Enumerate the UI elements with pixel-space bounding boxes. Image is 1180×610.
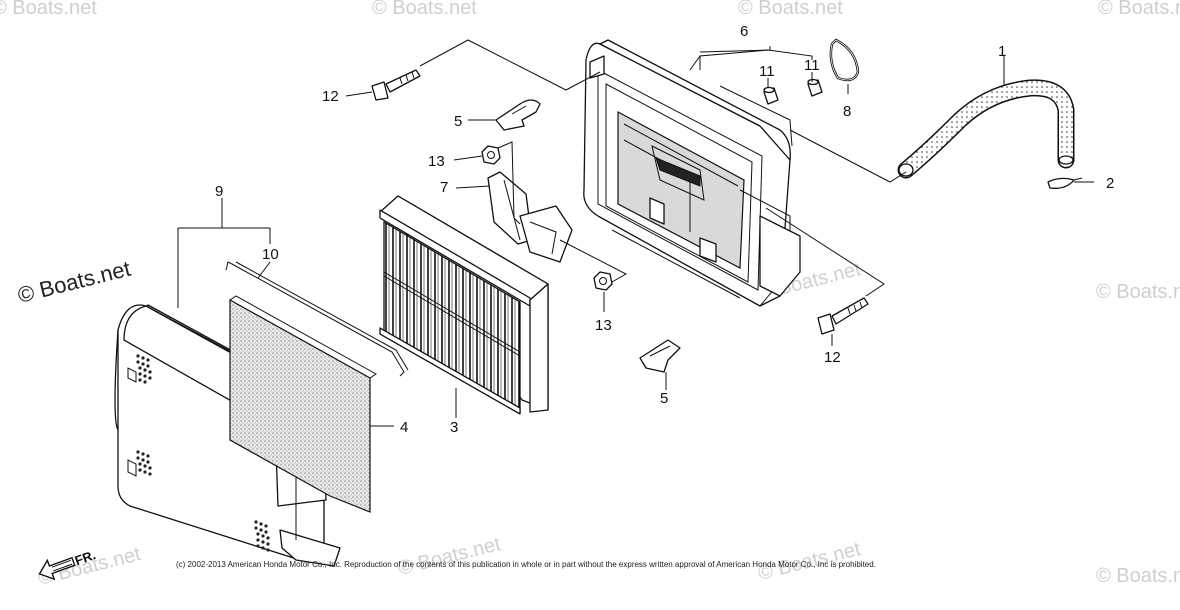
watermark: © Boats.net xyxy=(738,0,843,19)
watermark: © Boats.net xyxy=(0,0,97,19)
callout-4: 4 xyxy=(400,419,408,436)
callouts: 1 2 3 4 5 5 6 7 8 9 10 11 11 12 12 13 13 xyxy=(215,23,1114,436)
nut-part-13-lower xyxy=(593,271,613,291)
callout-1: 1 xyxy=(998,43,1006,60)
watermark-main: © Boats.net xyxy=(15,256,133,308)
callout-5-lower: 5 xyxy=(660,390,668,407)
front-arrow-icon xyxy=(38,556,76,581)
foam-element-part-4 xyxy=(229,295,377,513)
callout-11-left: 11 xyxy=(759,63,775,80)
seal-part-10 xyxy=(225,261,409,377)
front-direction-indicator: FR. xyxy=(38,547,98,581)
callout-13-lower: 13 xyxy=(595,317,612,334)
callout-9: 9 xyxy=(215,183,223,200)
hose-clip-part-2 xyxy=(1047,177,1083,189)
collar-part-11-right xyxy=(807,78,823,97)
breather-hose-part-1 xyxy=(897,79,1075,179)
clip-part-5-lower xyxy=(639,339,681,373)
callout-12-lower: 12 xyxy=(824,349,841,366)
callout-7: 7 xyxy=(440,179,448,196)
nut-part-13-upper xyxy=(481,145,501,165)
callout-11-right: 11 xyxy=(804,57,820,74)
callout-12-upper: 12 xyxy=(322,88,339,105)
callout-3: 3 xyxy=(450,419,458,436)
seal-ring-part-8 xyxy=(829,38,860,82)
bolt-part-12-upper xyxy=(371,69,421,101)
bolt-part-12-lower xyxy=(817,297,869,335)
clip-part-5-upper xyxy=(495,99,541,131)
watermark: © Boats.net xyxy=(1098,0,1180,19)
watermark: © Boats.net xyxy=(372,0,477,19)
callout-6: 6 xyxy=(740,23,748,40)
copyright-notice: (c) 2002-2013 American Honda Motor Co., … xyxy=(176,560,876,569)
callout-2: 2 xyxy=(1106,175,1114,192)
air-cleaner-case xyxy=(583,39,801,307)
callout-13-upper: 13 xyxy=(428,153,445,170)
bracket-part-7 xyxy=(487,171,573,263)
callout-8: 8 xyxy=(843,103,851,120)
callout-10: 10 xyxy=(262,246,279,263)
watermark: © Boats.net xyxy=(396,533,503,580)
watermark: © Boats.net xyxy=(1096,281,1180,303)
collar-part-11-left xyxy=(763,86,779,105)
watermark: © Boats.net xyxy=(1096,565,1180,587)
front-label: FR. xyxy=(73,547,98,568)
callout-5-upper: 5 xyxy=(454,113,462,130)
leader-lines xyxy=(177,39,1094,427)
paper-filter-part-3 xyxy=(379,195,549,415)
